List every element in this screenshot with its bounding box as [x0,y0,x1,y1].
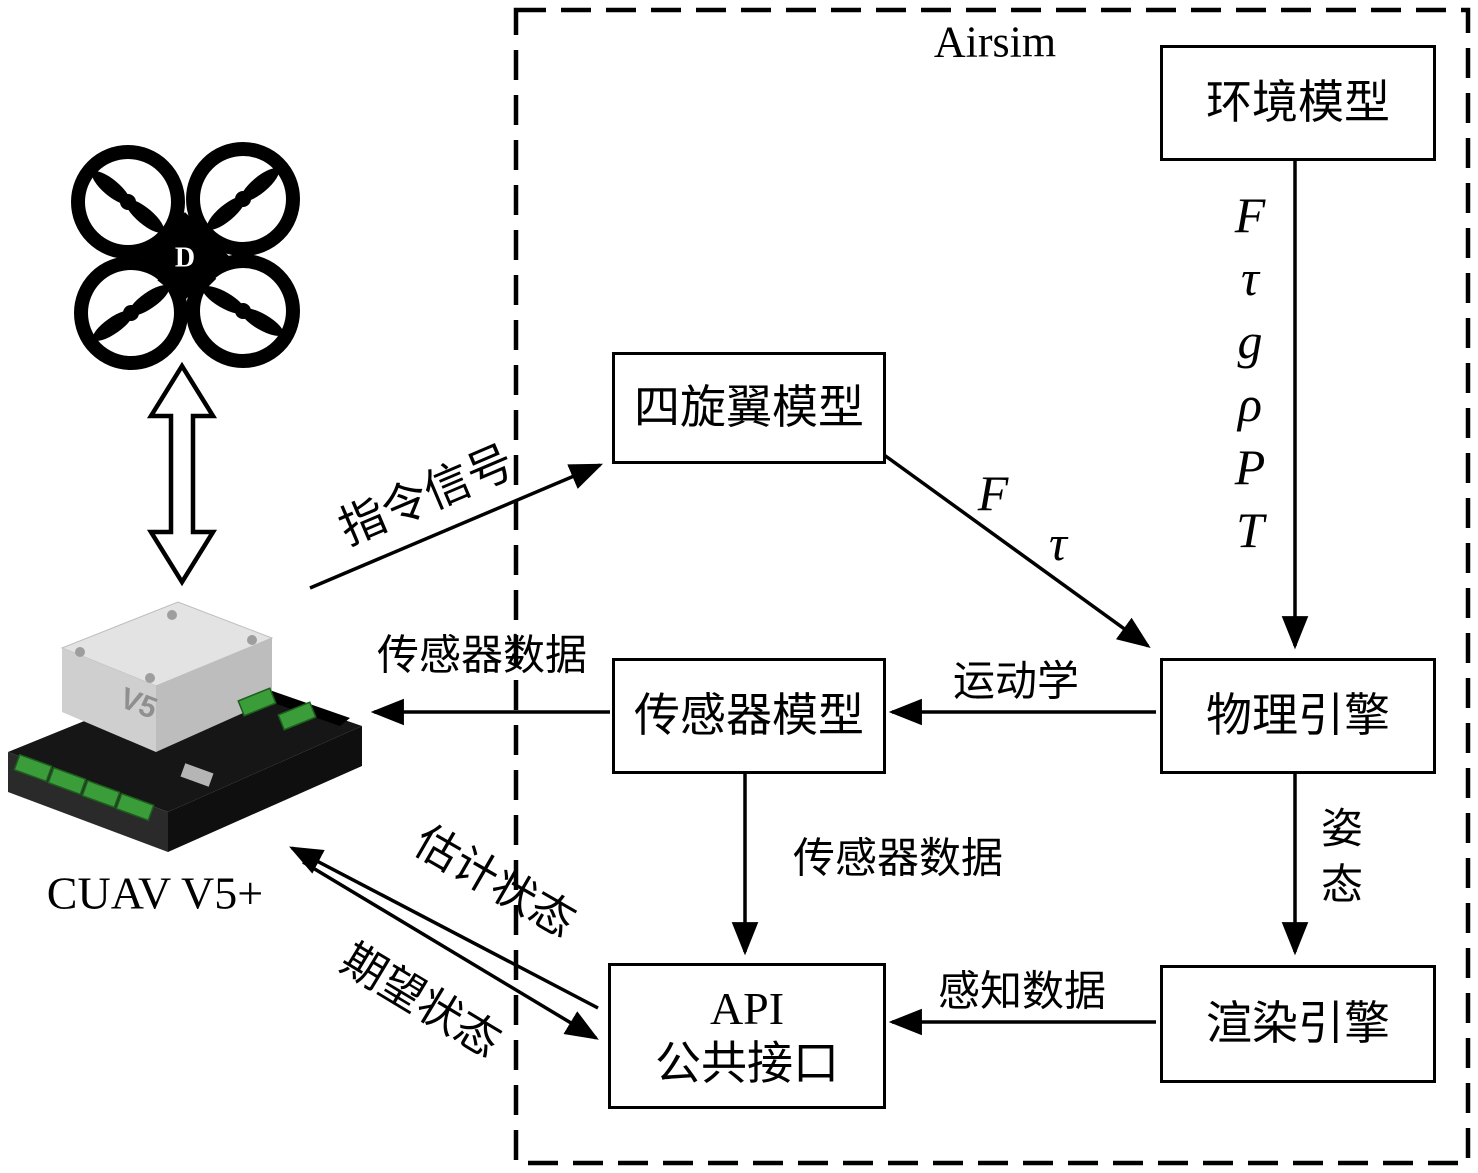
node-sensor-model: 传感器模型 [612,658,886,774]
airsim-boundary [513,7,1471,1166]
quad-force-label: F [977,465,1009,521]
attitude-label: 姿态 [1314,806,1361,918]
node-quad-model-label: 四旋翼模型 [634,382,864,434]
perception-data-label: 感知数据 [937,969,1107,1016]
node-sensor-model-label: 传感器模型 [634,690,864,742]
node-api-interface: API 公共接口 [608,963,886,1109]
env-symbol-rho: ρ [1238,376,1262,432]
node-render-engine: 渲染引擎 [1160,965,1436,1083]
sensor-data-to-api-label: 传感器数据 [792,836,1004,883]
env-symbol-T: T [1236,502,1264,558]
arrow-quad-to-physics [878,450,1151,648]
kinematics-label: 运动学 [952,659,1080,706]
arrow-command-signal [309,463,604,590]
env-symbol-P: P [1234,439,1266,495]
hardware-name-label: CUAV V5+ [46,867,264,919]
env-symbol-F: F [1234,187,1266,243]
node-render-engine-label: 渲染引擎 [1206,998,1390,1050]
double-arrow-drone-hardware [146,361,218,587]
flight-controller-image: V5 [8,601,362,852]
env-symbol-tau: τ [1241,250,1259,306]
sensor-data-to-hardware-label: 传感器数据 [376,633,588,680]
node-api-line1: API [709,982,785,1034]
airsim-title: Airsim [933,17,1057,67]
node-quad-model: 四旋翼模型 [612,352,886,464]
quadcopter-icon: D [71,142,300,370]
quad-torque-label: τ [1049,515,1067,571]
node-physics-engine: 物理引擎 [1160,658,1436,774]
drone-center-letter: D [175,243,195,274]
node-api-line2: 公共接口 [655,1038,839,1089]
env-symbol-g: g [1237,313,1263,369]
node-physics-engine-label: 物理引擎 [1206,690,1390,742]
node-env-model: 环境模型 [1160,45,1436,161]
arrow-estimated-state [289,846,599,1010]
arrow-desired-state [302,860,599,1040]
node-env-model-label: 环境模型 [1206,77,1390,129]
